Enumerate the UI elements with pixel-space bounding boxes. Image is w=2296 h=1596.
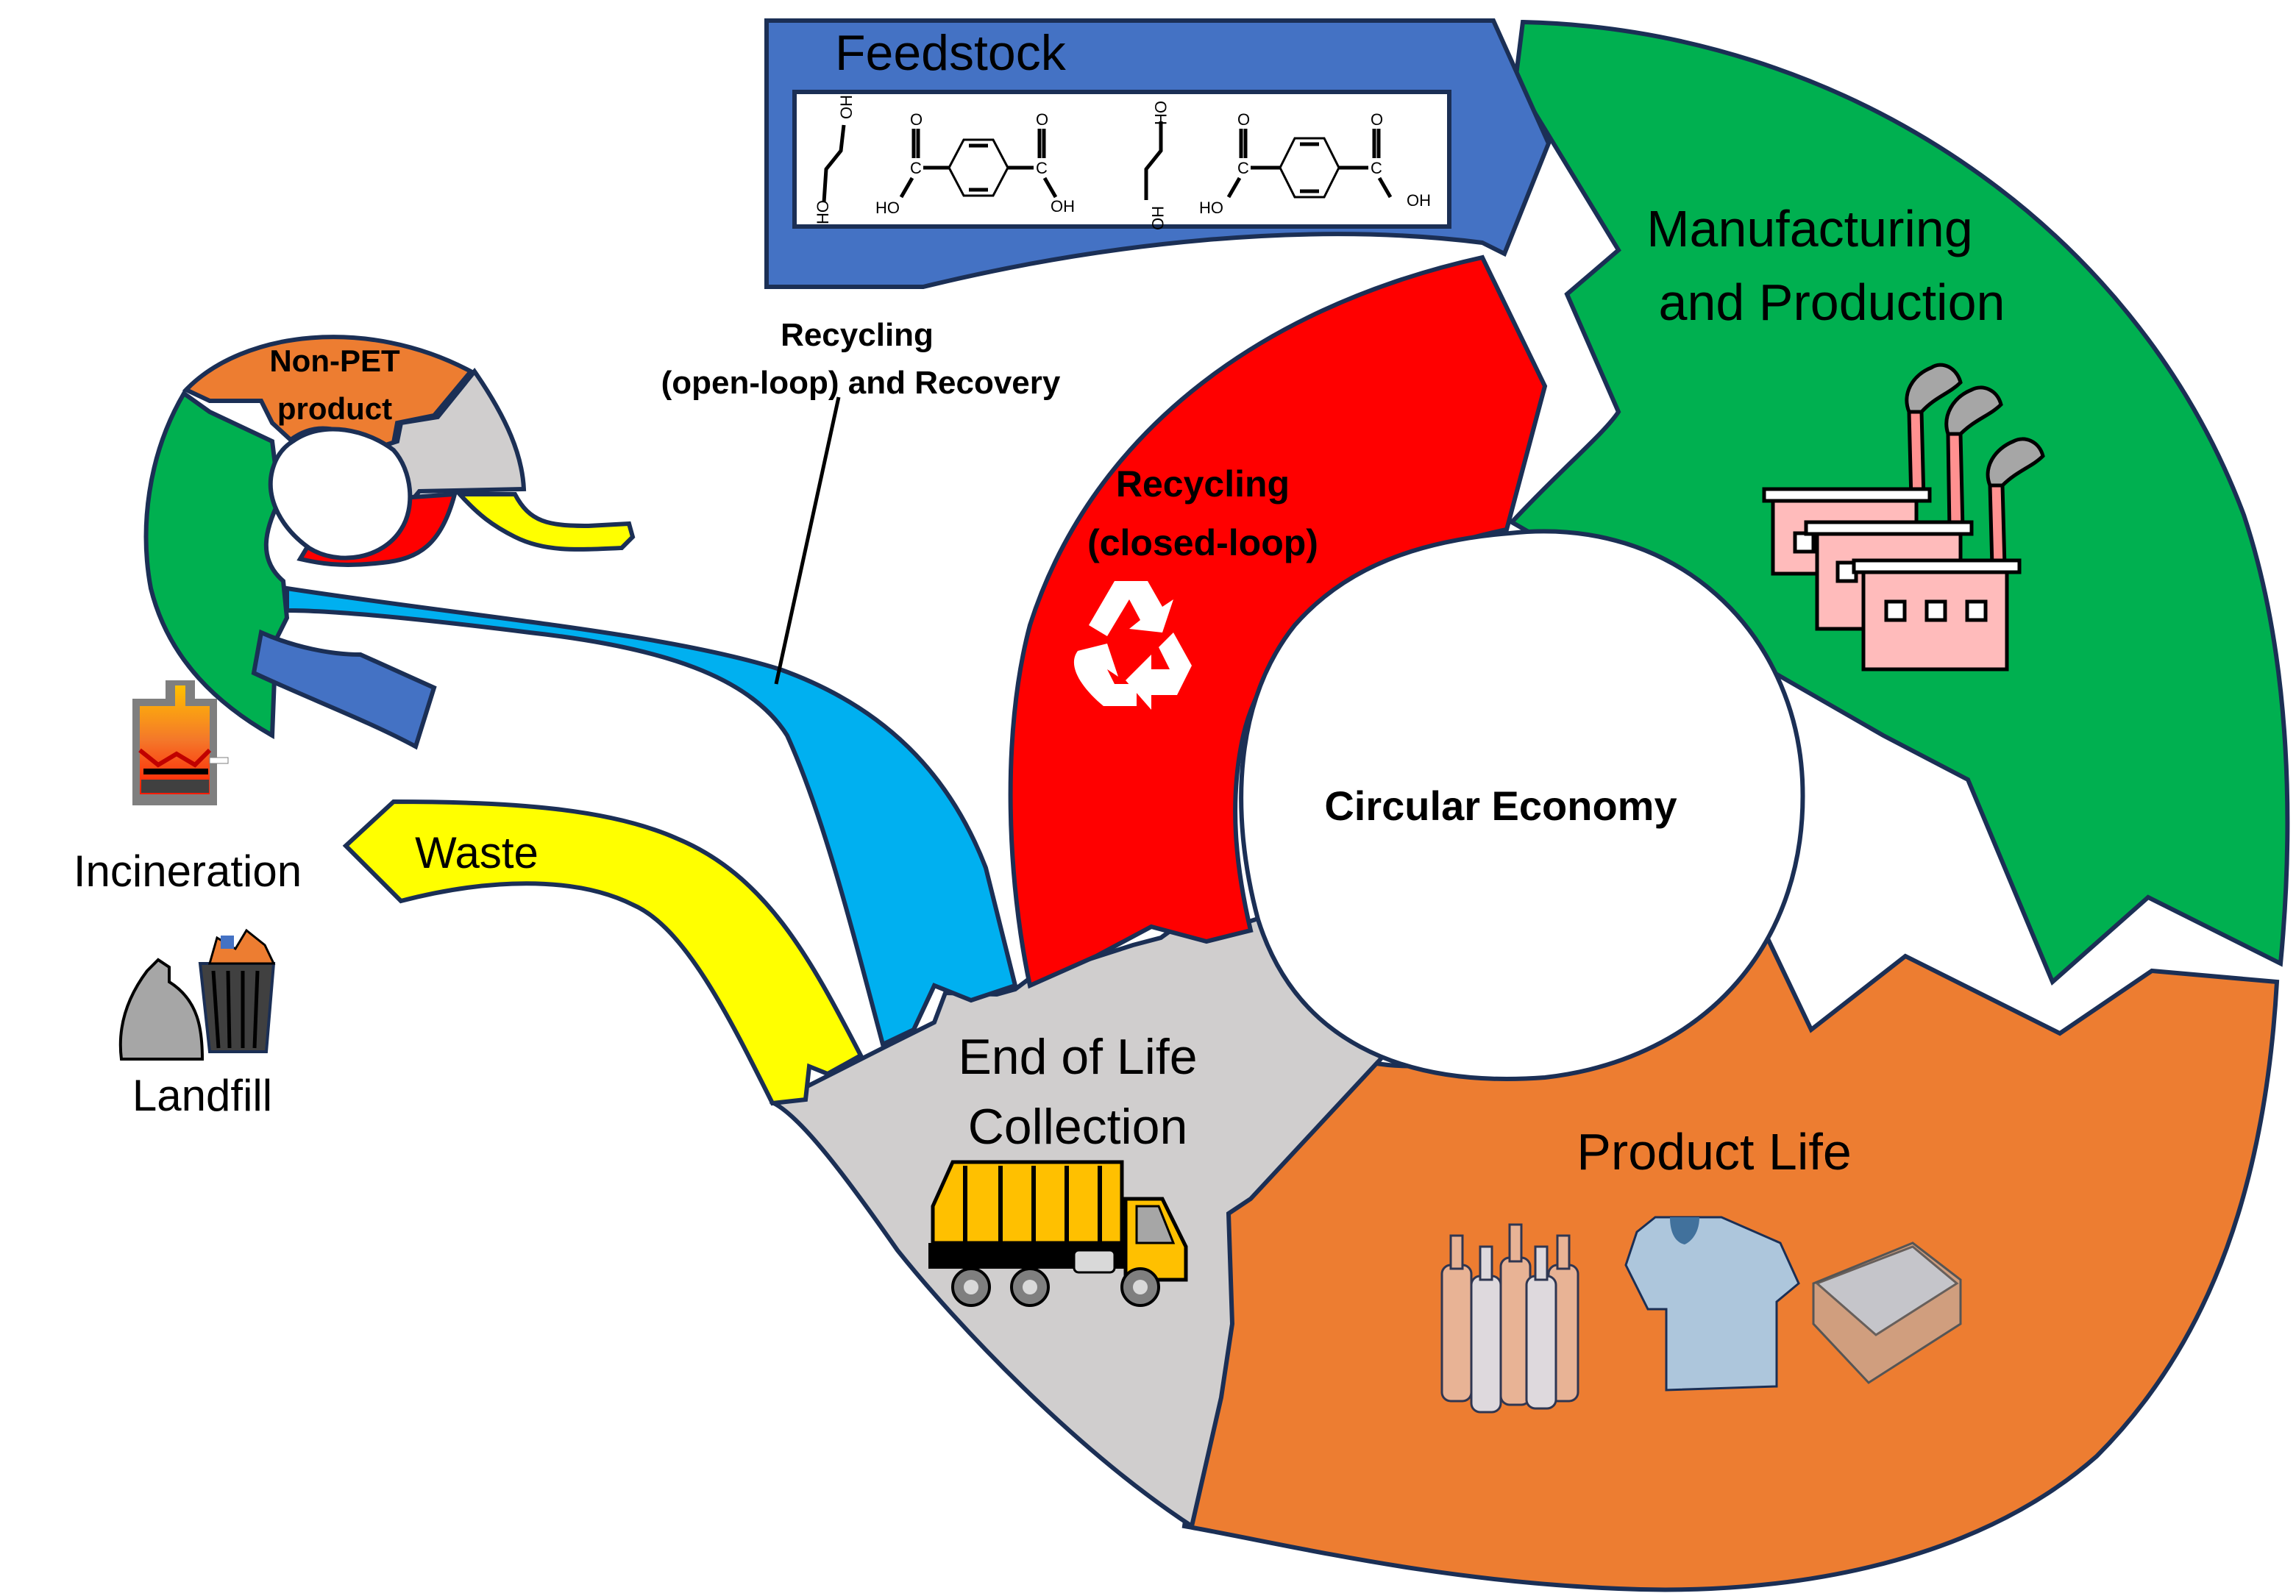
open-loop-label-line1: Recycling [781,317,934,353]
chemical-structures: OH HO O C C O HO OH OH HO [814,95,1431,230]
ethylene-glycol-structure: OH HO [1144,101,1170,230]
svg-text:HO: HO [814,200,832,224]
recycling-open-loop-flow[interactable] [285,585,1018,1048]
non-pet-label-line2: product [277,391,392,426]
non-pet-label-line1: Non-PET [269,343,400,378]
end-of-life-label-line1: End of Life [958,1029,1197,1085]
svg-text:OH: OH [1407,191,1431,210]
non-pet-green-segment[interactable] [143,390,290,740]
recycle-icon [1073,581,1192,710]
product-life-label: Product Life [1577,1123,1852,1180]
svg-text:OH: OH [1051,197,1075,215]
open-loop-leader-line [774,396,841,685]
svg-text:C: C [1237,159,1249,177]
manufacturing-label-line1: Manufacturing [1646,200,1973,257]
svg-text:HO: HO [1199,199,1223,217]
svg-text:O: O [1036,110,1048,129]
open-loop-label-line2: (open-loop) and Recovery [661,365,1061,401]
ethylene-glycol-structure: OH HO [814,95,856,224]
non-pet-blue-flow[interactable] [251,629,437,750]
factory-icon [1762,363,2045,671]
waste-label: Waste [415,828,539,877]
incineration-label: Incineration [74,847,302,896]
svg-text:OH: OH [1151,101,1170,125]
svg-text:HO: HO [875,199,900,217]
feedstock-label: Feedstock [835,25,1067,81]
terephthalic-acid-structure: O C C O HO OH [875,110,1075,217]
food-tray-icon [1812,1241,1962,1384]
center-hub [1239,529,1805,1081]
trash-bag-and-bin-icon [118,928,276,1061]
garbage-truck-icon [928,1160,1188,1307]
non-pet-hub [268,427,413,560]
non-pet-cycle [143,335,636,750]
incinerator-icon [132,680,229,805]
svg-text:O: O [1237,110,1250,129]
svg-text:OH: OH [837,95,856,119]
terephthalic-acid-structure: O C C O HO OH [1199,110,1431,217]
chemical-structure-box [792,90,1451,229]
end-of-life-label-line2: Collection [968,1099,1188,1155]
svg-text:C: C [910,159,922,177]
svg-text:O: O [910,110,923,129]
bottles-icon [1440,1223,1579,1414]
svg-text:C: C [1371,159,1382,177]
recycling-closed-label-line1: Recycling [1116,463,1290,505]
landfill-label: Landfill [132,1071,272,1120]
manufacturing-label-line2: and Production [1659,274,2005,331]
svg-text:HO: HO [1148,206,1167,230]
svg-text:O: O [1371,110,1383,129]
non-pet-yellow-flow[interactable] [455,492,636,552]
center-label: Circular Economy [1324,783,1677,829]
waste-arrow[interactable] [342,799,864,1106]
tshirt-icon [1624,1216,1800,1392]
recycling-closed-label-line2: (closed-loop) [1087,522,1318,563]
svg-text:C: C [1036,159,1048,177]
